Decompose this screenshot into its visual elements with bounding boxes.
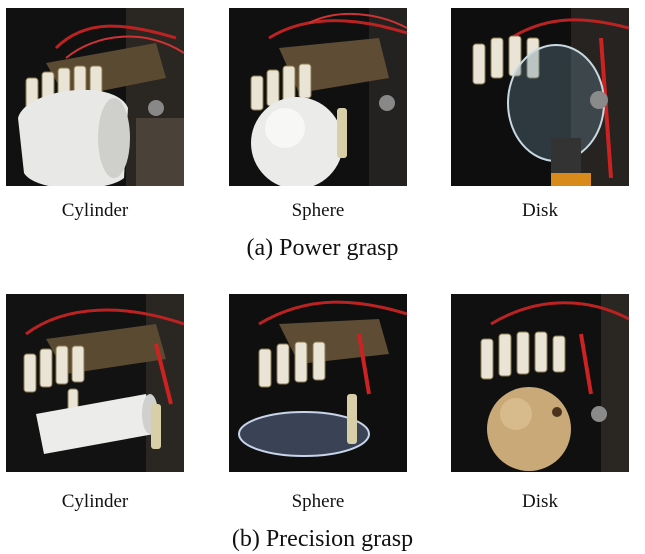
photo-precision-sphere — [229, 294, 407, 472]
object-label: Disk — [522, 491, 558, 512]
object-label: Sphere — [291, 200, 345, 221]
object-label: Cylinder — [61, 491, 129, 512]
object-label: Cylinder — [61, 200, 129, 221]
photo-power-disk — [451, 8, 629, 186]
object-label: Disk — [522, 200, 558, 221]
photo-precision-disk — [451, 294, 629, 472]
photo-precision-cylinder — [6, 294, 184, 472]
robot-hand-disk-image — [451, 294, 629, 472]
photo-power-cylinder — [6, 8, 184, 186]
robot-hand-sphere-image — [229, 8, 407, 186]
robot-hand-disk-image — [451, 8, 629, 186]
robot-hand-sphere-image — [229, 294, 407, 472]
robot-hand-cylinder-image — [6, 294, 184, 472]
object-label: Sphere — [291, 491, 345, 512]
photo-power-sphere — [229, 8, 407, 186]
robot-hand-cylinder-image — [6, 8, 184, 186]
subfigure-caption: (b) Precision grasp — [231, 526, 414, 552]
subfigure-caption: (a) Power grasp — [246, 235, 399, 261]
